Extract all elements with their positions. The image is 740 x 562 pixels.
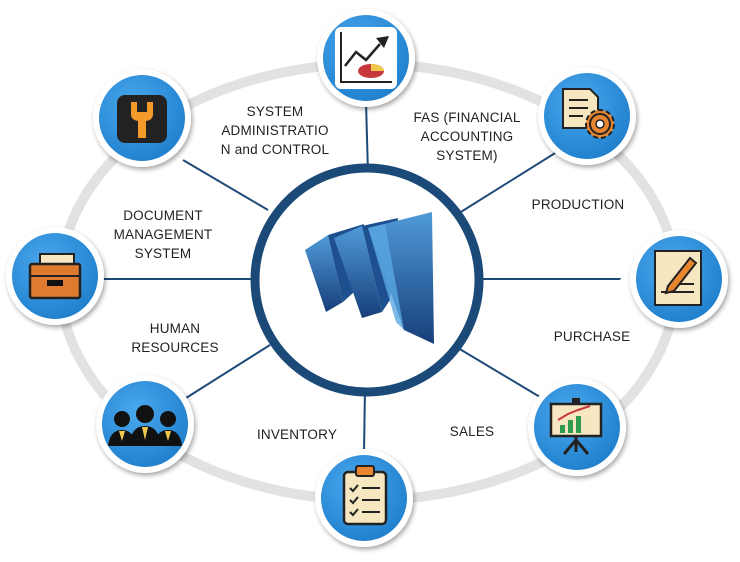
label-system-administration: SYSTEM ADMINISTRATIO N and CONTROL [220, 104, 330, 157]
spokes [95, 101, 634, 453]
spoke-human-resources [185, 344, 271, 399]
label-purchase: PURCHASE [553, 329, 631, 344]
node-document-management[interactable] [6, 227, 104, 325]
node-sales[interactable] [520, 378, 626, 476]
clipboard-checklist-icon [342, 465, 388, 526]
spoke-fas [365, 101, 369, 175]
label-inventory: INVENTORY [256, 427, 338, 442]
node-purchase[interactable] [618, 230, 728, 328]
spoke-inventory [363, 387, 366, 453]
growth-chart-pie-icon [340, 32, 392, 83]
spoke-production [455, 149, 561, 216]
node-inventory[interactable] [315, 449, 413, 547]
node-production[interactable] [538, 67, 636, 165]
label-document-management: DOCUMENT MANAGEMENT SYSTEM [113, 208, 213, 261]
spoke-sales [457, 347, 546, 401]
label-sales: SALES [449, 424, 495, 439]
spoke-system-administration [182, 159, 269, 211]
label-fas: FAS (FINANCIAL ACCOUNTING SYSTEM) [413, 110, 521, 163]
node-human-resources[interactable] [96, 368, 194, 473]
file-drawer-icon [28, 253, 82, 300]
label-production: PRODUCTION [531, 197, 625, 212]
node-system-administration[interactable] [93, 69, 206, 167]
wrench-tool-icon [117, 95, 167, 143]
wm-logo-icon [305, 212, 434, 344]
people-group-icon [108, 405, 182, 446]
document-gear-icon [562, 88, 615, 139]
center-hub [250, 163, 484, 397]
label-human-resources: HUMAN RESOURCES [131, 321, 219, 355]
presentation-board-icon [549, 398, 603, 455]
node-fas[interactable] [317, 9, 415, 107]
document-pencil-icon [654, 250, 702, 306]
